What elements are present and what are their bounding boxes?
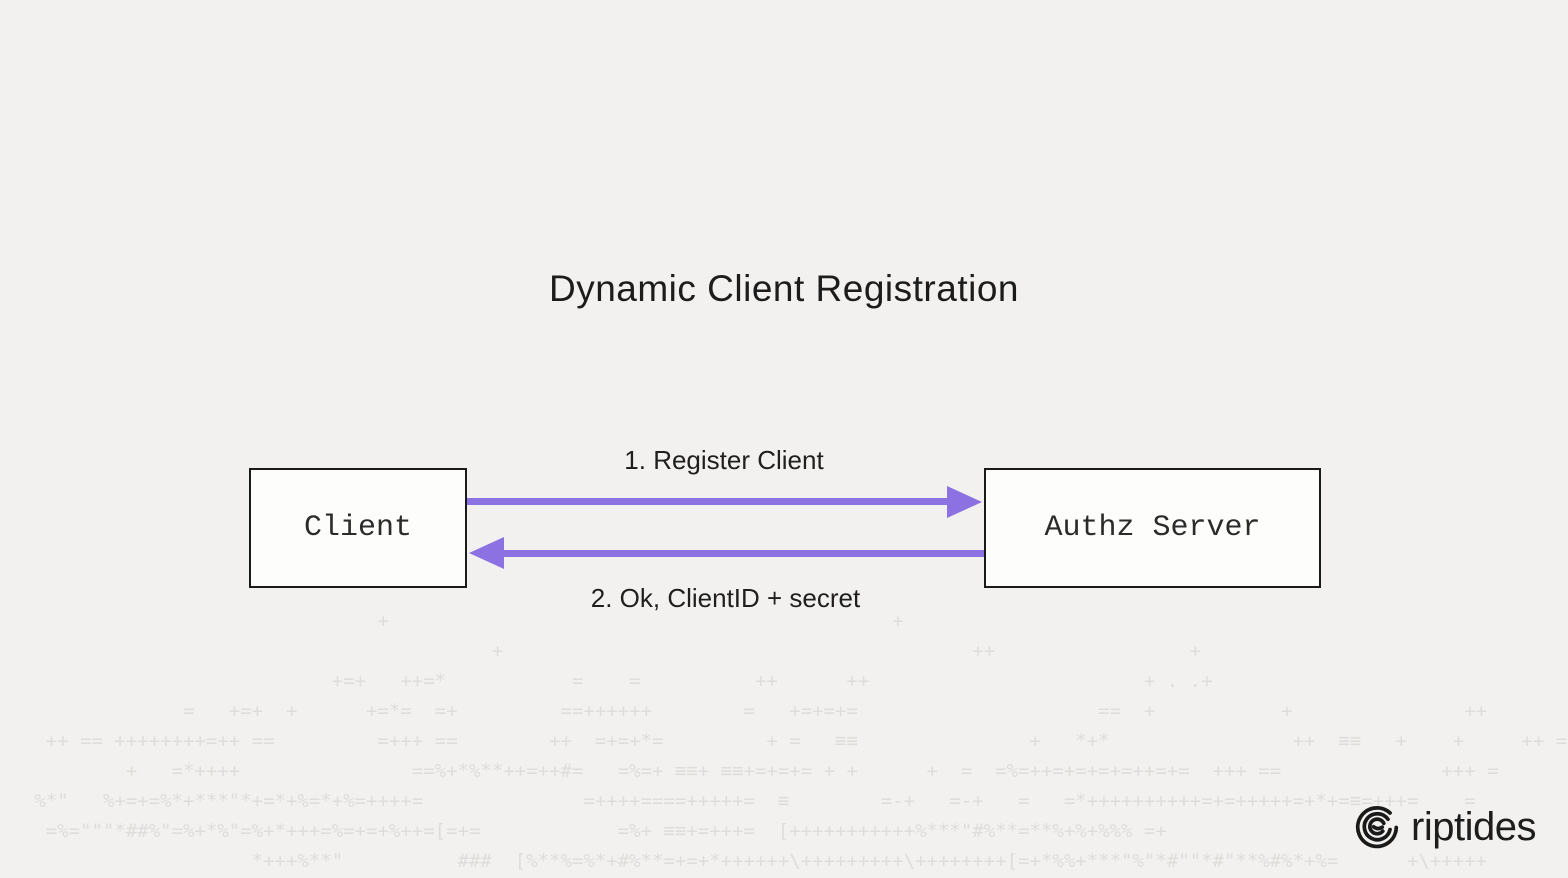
register-arrow-shaft	[467, 498, 949, 505]
riptides-wordmark: riptides	[1411, 804, 1536, 849]
client-node-label: Client	[303, 511, 413, 545]
response-arrow-head-icon	[469, 537, 504, 569]
register-arrow-head-icon	[947, 486, 982, 518]
ascii-art-background: + + + ++ + +=+ ++=*	[34, 610, 1568, 872]
riptides-logo: riptides	[1352, 801, 1536, 853]
authz-server-node-box: Authz Server	[984, 468, 1321, 588]
edge-label-register-client: 1. Register Client	[624, 445, 824, 475]
authz-server-node-label: Authz Server	[1044, 511, 1261, 545]
diagram-title: Dynamic Client Registration	[548, 268, 1019, 309]
riptides-swirl-icon	[1355, 806, 1399, 849]
edge-label-ok-clientid-secret: 2. Ok, ClientID + secret	[590, 583, 861, 613]
client-node-box: Client	[249, 468, 467, 588]
response-arrow-shaft	[503, 550, 984, 557]
